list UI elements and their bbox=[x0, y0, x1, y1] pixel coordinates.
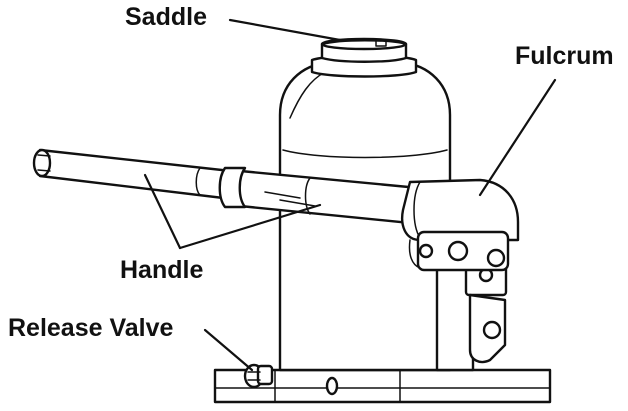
handle-leader-left bbox=[143, 173, 182, 250]
fulcrum-part bbox=[401, 178, 520, 272]
release-valve-part bbox=[243, 363, 274, 389]
handle-label: Handle bbox=[120, 256, 204, 284]
fulcrum-leader bbox=[478, 78, 557, 197]
base-hole bbox=[325, 376, 339, 396]
release-valve-leader bbox=[203, 328, 254, 372]
handle-leader-right bbox=[178, 203, 322, 250]
saddle-label: Saddle bbox=[125, 3, 207, 31]
saddle-leader bbox=[228, 18, 342, 42]
release-valve-label: Release Valve bbox=[8, 314, 174, 342]
pump-cylinder bbox=[435, 253, 508, 372]
fulcrum-label: Fulcrum bbox=[515, 42, 614, 70]
handle-part bbox=[32, 148, 442, 228]
saddle-part bbox=[310, 37, 418, 78]
